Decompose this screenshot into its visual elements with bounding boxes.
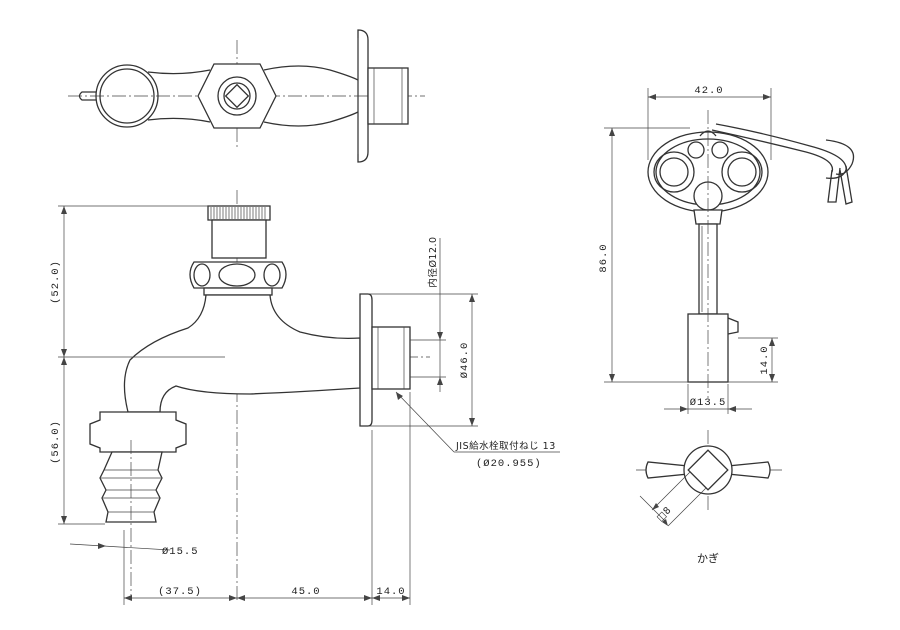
dim-hose-dia: Ø15.5 [162,546,199,558]
thread-spec-callout: JIS給水栓取付ねじ 13 [455,440,556,452]
front-dimensions: (52.0) (56.0) (37.5) 45.0 14.0 Ø46.0 内径Ø… [50,205,560,605]
dim-key-width: 42.0 [694,85,723,97]
dim-key-height: 86.0 [598,243,610,272]
thread-dia-callout: (Ø20.955) [476,458,542,470]
dim-center-width: 45.0 [291,586,320,598]
dim-flange-width: 14.0 [376,586,405,598]
dim-key-shaft-dia: Ø13.5 [690,397,727,409]
dim-left-width: (37.5) [158,586,202,598]
faucet-top-view [68,29,425,163]
faucet-front-view [89,190,430,600]
key-dimensions: 42.0 86.0 Ø13.5 14.0 [598,85,778,414]
key-caption: かぎ [697,551,719,565]
dim-outer-dia: Ø46.0 [459,342,471,379]
dim-bottom-height: (56.0) [50,420,62,464]
dim-top-height: (52.0) [50,260,62,304]
dim-key-tip: 14.0 [759,345,771,374]
key-side-view [647,110,855,398]
key-end-view: □8 かぎ [636,430,782,565]
dim-inner-dia: 内径Ø12.0 [427,236,439,287]
